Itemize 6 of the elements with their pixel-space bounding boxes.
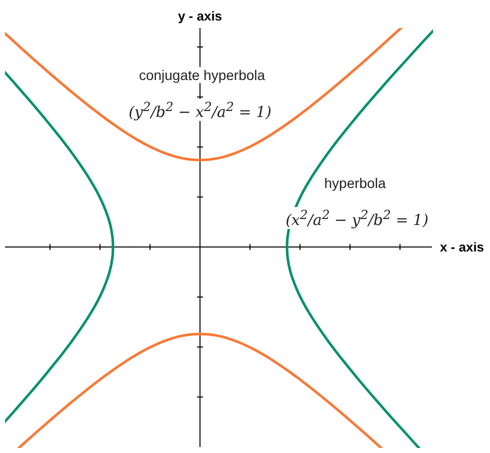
- equation: (x$^{2}$/a$^{2}$ − y$^{2}$/b$^{2}$ = 1): [284, 207, 430, 229]
- equation: (y$^{2}$/b$^{2}$ − x$^{2}$/a$^{2}$ = 1): [126, 99, 274, 121]
- axis-label: x - axis: [438, 240, 486, 254]
- curve-label: hyperbola: [322, 175, 388, 191]
- curve-label: conjugate hyperbola: [136, 67, 268, 83]
- axis-label: y - axis: [176, 8, 224, 24]
